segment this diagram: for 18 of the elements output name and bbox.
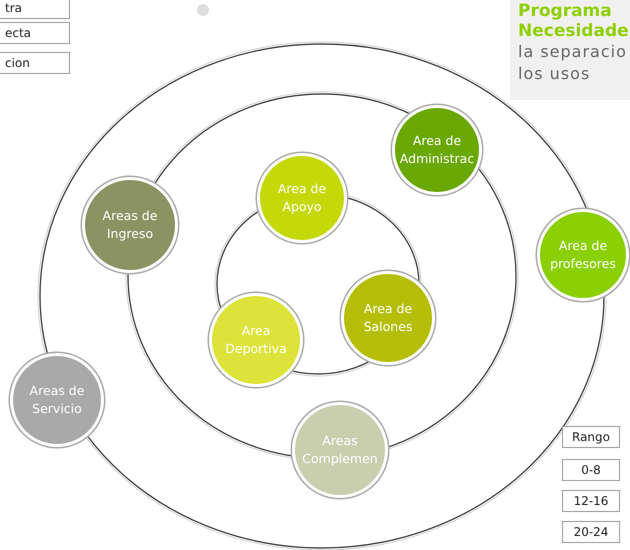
range-tag: tra [0,0,70,19]
range-tag: 20-24 [562,521,620,543]
range-tag: 0-8 [562,459,620,481]
area-circle [392,105,482,195]
area-label: Area de Salones [362,300,414,336]
range-tag: cion [0,52,70,74]
range-tag: 12-16 [562,490,620,512]
area-label: Areas de Servicio [28,382,86,418]
range-tag: ecta [0,22,70,44]
range-tag: Rango [562,426,620,448]
area-label: Area de profesores [549,236,617,273]
note-title: Programa Necesidade [518,1,630,41]
note-text: la separacio los usos [518,41,628,85]
area-label: Area de Administrac [398,132,476,168]
area-label: Area de Apoyo [276,180,328,216]
area-label: Areas de Ingreso [102,206,158,243]
area-label: Areas Complemen [301,432,379,468]
area-label: Area Deportiva [224,322,288,358]
